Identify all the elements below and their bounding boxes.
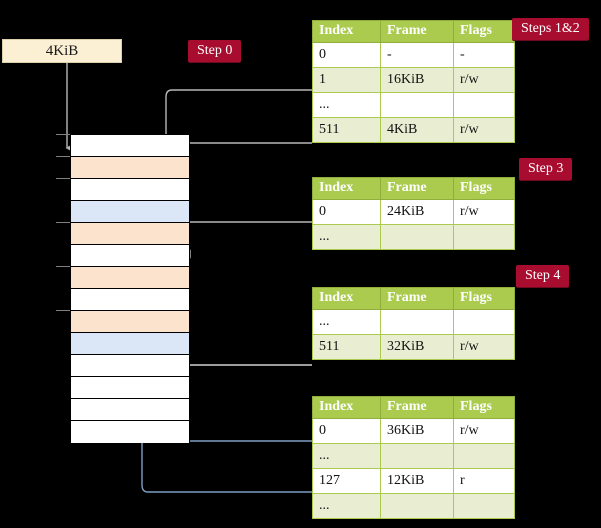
- table-cell: 24KiB: [380, 199, 454, 225]
- wire-step3: [182, 221, 312, 259]
- memory-tick: [56, 156, 70, 157]
- table-cell: [380, 493, 454, 519]
- table-cell: r: [453, 468, 515, 494]
- table-header-index: Index: [312, 177, 381, 200]
- memory-frame-row: [71, 399, 189, 421]
- memory-frame-row: [71, 201, 189, 223]
- memory-frame-row: [71, 355, 189, 377]
- memory-frame-row: [71, 421, 189, 443]
- table-row[interactable]: ...: [312, 493, 515, 519]
- table-cell: 0: [312, 199, 381, 225]
- table-cell: [380, 309, 454, 335]
- table-cell: [380, 443, 454, 469]
- table-header-flags: Flags: [453, 20, 515, 43]
- memory-frame-row: [71, 223, 189, 245]
- table-cell: ...: [312, 224, 381, 250]
- memory-frame-row: [71, 267, 189, 289]
- memory-frame-row: [71, 311, 189, 333]
- memory-frame-row: [71, 289, 189, 311]
- memory-tick: [56, 178, 70, 179]
- table-header-frame: Frame: [380, 287, 454, 310]
- table-row[interactable]: ...: [312, 92, 515, 118]
- memory-tick: [56, 266, 70, 267]
- memory-tick: [56, 310, 70, 311]
- table-row[interactable]: 0--: [312, 42, 515, 68]
- table-cell: ...: [312, 443, 381, 469]
- memory-frame-row: [71, 377, 189, 399]
- table-row[interactable]: ...: [312, 224, 515, 250]
- table-cell: 511: [312, 117, 381, 143]
- memory-frame-row: [71, 157, 189, 179]
- table-cell: [453, 443, 515, 469]
- memory-tick: [56, 134, 70, 135]
- table-cell: -: [380, 42, 454, 68]
- table-cell: r/w: [453, 334, 515, 360]
- table-header-flags: Flags: [453, 287, 515, 310]
- table-cell: r/w: [453, 199, 515, 225]
- table-cell: [453, 309, 515, 335]
- table-cell: [453, 493, 515, 519]
- table-header-flags: Flags: [453, 396, 515, 419]
- table-cell: 511: [312, 334, 381, 360]
- table-cell: ...: [312, 92, 381, 118]
- table-cell: ...: [312, 309, 381, 335]
- table-cell: 1: [312, 67, 381, 93]
- table-header-frame: Frame: [380, 20, 454, 43]
- frame-size-box: 4KiB: [2, 39, 122, 63]
- step-badge-step0: Step 0: [188, 40, 242, 62]
- table-header-frame: Frame: [380, 177, 454, 200]
- table-row[interactable]: ...: [312, 443, 515, 469]
- table-cell: 0: [312, 418, 381, 444]
- table-cell: -: [453, 42, 515, 68]
- table-cell: 0: [312, 42, 381, 68]
- table-cell: 16KiB: [380, 67, 454, 93]
- table-cell: 4KiB: [380, 117, 454, 143]
- physical-memory-column: [70, 134, 190, 443]
- table-cell: 12KiB: [380, 468, 454, 494]
- table-cell: r/w: [453, 117, 515, 143]
- table-cell: r/w: [453, 418, 515, 444]
- table-header-flags: Flags: [453, 177, 515, 200]
- memory-frame-row: [71, 179, 189, 201]
- memory-frame-row: [71, 135, 189, 157]
- step-badge-step12: Steps 1&2: [512, 18, 589, 40]
- table-cell: 32KiB: [380, 334, 454, 360]
- memory-frame-row: [71, 333, 189, 355]
- table-cell: [380, 224, 454, 250]
- table-header-index: Index: [312, 287, 381, 310]
- table-header-frame: Frame: [380, 396, 454, 419]
- table-header-index: Index: [312, 396, 381, 419]
- table-cell: r/w: [453, 67, 515, 93]
- table-cell: 127: [312, 468, 381, 494]
- table-cell: ...: [312, 493, 381, 519]
- table-cell: 36KiB: [380, 418, 454, 444]
- step-badge-step3: Step 3: [519, 158, 573, 180]
- step-badge-step4: Step 4: [516, 265, 570, 287]
- table-cell: [380, 92, 454, 118]
- table-row[interactable]: ...: [312, 309, 515, 335]
- memory-frame-row: [71, 245, 189, 267]
- frame-size-label: 4KiB: [45, 43, 79, 59]
- table-header-index: Index: [312, 20, 381, 43]
- table-cell: [453, 224, 515, 250]
- table-cell: [453, 92, 515, 118]
- memory-tick: [56, 222, 70, 223]
